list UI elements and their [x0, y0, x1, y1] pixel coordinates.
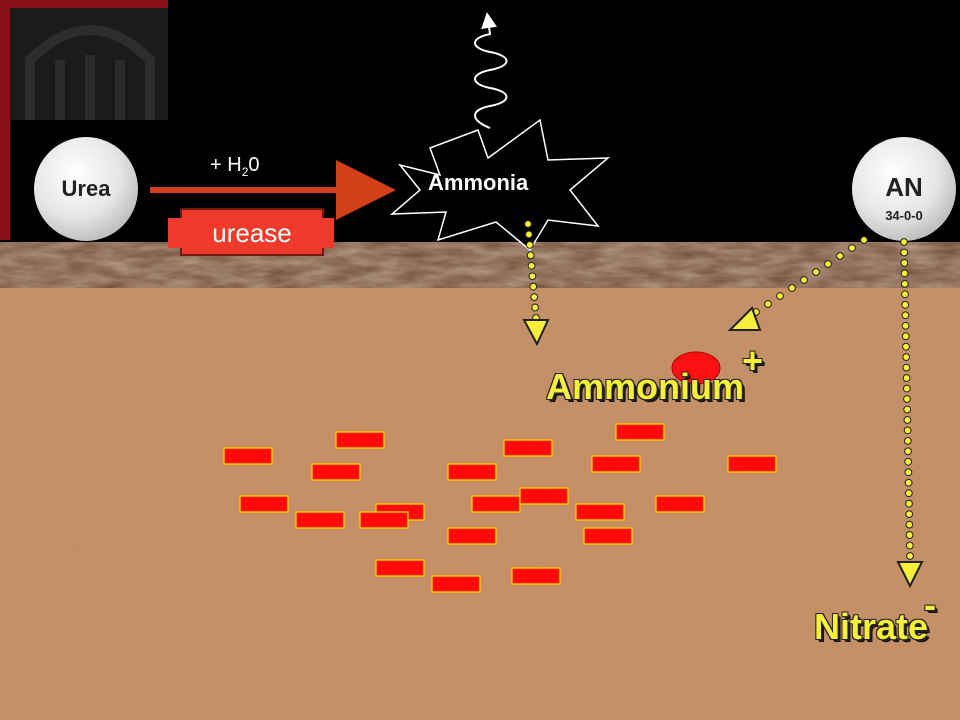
- water-subscript: 2: [241, 165, 249, 179]
- path-dot: [901, 290, 909, 299]
- soil-particle: [615, 423, 665, 441]
- path-dot: [900, 269, 909, 278]
- ammonia-to-ammonium-path: [524, 220, 540, 322]
- path-dot: [903, 416, 912, 424]
- soil-particle: [359, 511, 409, 529]
- urease-box: [168, 208, 334, 256]
- path-dot: [904, 457, 913, 466]
- arrowhead-ammonium-left: [727, 306, 762, 331]
- nitrate-label: Nitrate: [814, 606, 929, 647]
- corner-logo-icon: [0, 0, 168, 240]
- soil-particle: [583, 527, 633, 545]
- an-to-nitrate-path: [900, 238, 914, 560]
- urea-granule: [34, 137, 138, 241]
- soil-particle: [591, 455, 641, 473]
- gas-release-icon: [474, 12, 508, 129]
- path-dot: [800, 276, 808, 284]
- an-to-ammonium-path: [752, 236, 868, 316]
- path-dot: [860, 236, 868, 244]
- soil-particle: [727, 455, 777, 473]
- path-dot: [905, 541, 914, 550]
- path-dot: [905, 520, 914, 529]
- ammonium-ion-circle: [671, 351, 721, 385]
- path-dot: [902, 353, 911, 362]
- path-dot: [902, 363, 911, 372]
- soil-particle: [503, 439, 553, 457]
- soil-particle: [335, 431, 385, 449]
- path-dot: [764, 300, 772, 308]
- path-dot: [905, 531, 914, 539]
- path-dot: [902, 374, 911, 382]
- ammonia-label: Ammonia: [428, 170, 529, 195]
- path-dot: [905, 510, 914, 519]
- soil-particle: [239, 495, 289, 513]
- soil-particle: [375, 559, 425, 577]
- path-dot: [524, 220, 532, 228]
- path-dot: [903, 395, 911, 403]
- path-dot: [901, 332, 910, 341]
- path-dot: [900, 248, 909, 257]
- nitrate-charge: -: [924, 584, 936, 625]
- soil-particle: [511, 567, 561, 585]
- soil-particle: [223, 447, 273, 465]
- path-dot: [903, 426, 912, 435]
- soil-particle: [447, 527, 497, 545]
- soil-particle: [575, 503, 625, 521]
- path-dot: [824, 260, 832, 268]
- path-dot: [848, 244, 856, 252]
- path-dot: [904, 478, 913, 487]
- path-dot: [904, 489, 913, 498]
- ammonium-label: Ammonium: [546, 366, 744, 407]
- path-dot: [812, 268, 820, 276]
- path-dot: [904, 447, 912, 456]
- path-dot: [788, 284, 796, 292]
- soil-particle: [431, 575, 481, 593]
- path-dot: [901, 311, 910, 320]
- soil-particles: [223, 423, 777, 593]
- path-dot: [900, 259, 909, 267]
- ammonium-charge: +: [742, 340, 764, 381]
- soil-particle: [447, 463, 497, 481]
- path-dot: [776, 292, 784, 300]
- path-dot: [902, 384, 911, 393]
- path-dot: [524, 230, 533, 239]
- an-granule: [852, 137, 956, 241]
- path-dot: [901, 321, 910, 330]
- path-dot: [902, 342, 910, 351]
- path-dot: [836, 252, 844, 260]
- path-dot: [906, 552, 914, 560]
- ammonia-burst-shape: [389, 118, 611, 252]
- path-dot: [900, 279, 909, 288]
- path-dot: [526, 251, 535, 260]
- path-dot: [900, 238, 908, 246]
- soil-particle: [519, 487, 569, 505]
- soil-particle: [295, 511, 345, 529]
- urease-label: urease: [212, 218, 292, 248]
- arrowhead-nitrate-down: [896, 561, 924, 589]
- soil-particle: [311, 463, 361, 481]
- path-dot: [530, 293, 539, 302]
- an-grade-label: 34-0-0: [885, 208, 923, 223]
- soil-particle: [655, 495, 705, 513]
- soil-particle: [471, 495, 521, 513]
- path-dot: [905, 499, 913, 508]
- path-dot: [525, 240, 534, 249]
- water-suffix: 0: [248, 154, 260, 176]
- water-prefix: + H: [210, 154, 242, 176]
- path-dot: [903, 436, 912, 445]
- water-label: + H20: [210, 154, 260, 179]
- path-dot: [531, 303, 540, 312]
- path-dot: [527, 261, 536, 270]
- urea-label: Urea: [61, 176, 111, 201]
- an-label: AN: [885, 172, 923, 202]
- path-dot: [904, 468, 913, 477]
- arrowhead-ammonium-down: [522, 319, 550, 347]
- soil-surface-band: [0, 242, 960, 288]
- path-dot: [903, 405, 912, 414]
- path-dot: [528, 272, 537, 281]
- path-dot: [529, 282, 538, 291]
- path-dot: [901, 300, 910, 309]
